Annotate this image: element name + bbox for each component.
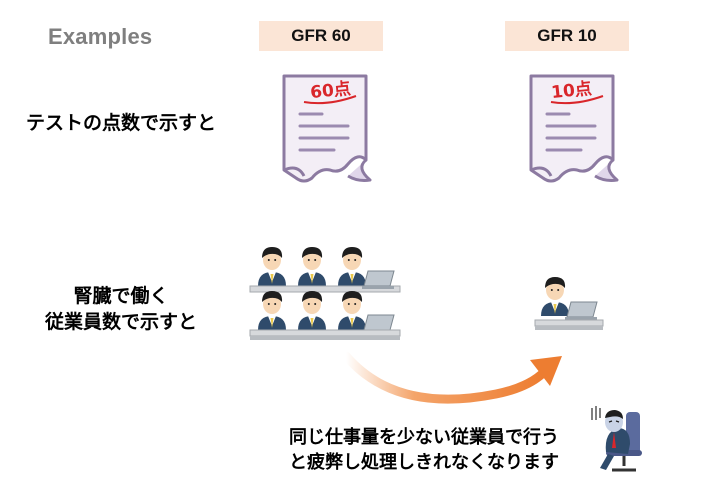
row-label-test-score: テストの点数で示すと bbox=[25, 112, 216, 134]
score-text-gfr10: 10点 bbox=[550, 78, 593, 104]
caption-line2: と疲弊し処理しきれなくなります bbox=[289, 452, 559, 473]
score-text-gfr60: 60点 bbox=[309, 78, 352, 104]
row-label-workers-line1: 腎臓で働く bbox=[73, 285, 169, 307]
column-label-gfr10: GFR 10 bbox=[505, 21, 629, 51]
test-paper-icon-gfr10: 10点 bbox=[525, 72, 621, 184]
workers-group-icon bbox=[246, 238, 402, 350]
test-paper-icon-gfr60: 60点 bbox=[278, 72, 374, 184]
row-label-workers: 腎臓で働く 従業員数で示すと bbox=[16, 283, 226, 335]
caption-line1: 同じ仕事量を少ない従業員で行う bbox=[289, 427, 559, 448]
caption: 同じ仕事量を少ない従業員で行う と疲弊し処理しきれなくなります bbox=[262, 425, 586, 475]
page-heading: Examples bbox=[48, 24, 153, 49]
single-worker-icon bbox=[533, 270, 605, 340]
row-label-workers-line2: 従業員数で示すと bbox=[44, 311, 197, 333]
column-label-gfr60: GFR 60 bbox=[259, 21, 383, 51]
exhausted-worker-icon bbox=[588, 404, 654, 476]
transition-arrow bbox=[336, 350, 568, 414]
